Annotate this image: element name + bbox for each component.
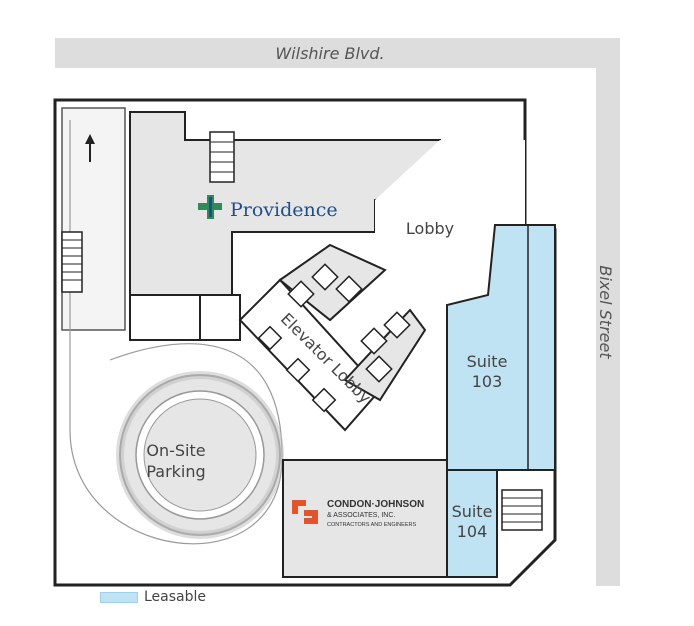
condon-johnson-logo-icon bbox=[292, 500, 318, 524]
suite-103-label-line1: Suite bbox=[467, 352, 508, 371]
condon-johnson-sub: & ASSOCIATES, INC. bbox=[327, 512, 395, 519]
elevator-core bbox=[238, 243, 427, 432]
wilshire-street-band bbox=[55, 38, 620, 68]
lobby-label: Lobby bbox=[406, 219, 454, 238]
legend: Leasable bbox=[100, 589, 206, 605]
arrow-up-icon bbox=[85, 134, 95, 162]
street-label-bixel: Bixel Street bbox=[596, 265, 615, 359]
leasable-swatch bbox=[100, 591, 138, 603]
street-label-wilshire: Wilshire Blvd. bbox=[275, 44, 384, 63]
parking-label-line2: Parking bbox=[146, 462, 205, 481]
condon-johnson-space bbox=[282, 459, 448, 578]
suite-103-label-line2: 103 bbox=[472, 372, 503, 391]
providence-cross-icon bbox=[198, 195, 222, 219]
parking-rooms bbox=[129, 294, 241, 341]
providence-logo-text: Providence bbox=[230, 199, 338, 221]
suite-104 bbox=[446, 469, 498, 578]
suite-104-label-line2: 104 bbox=[457, 522, 488, 541]
legend-label: Leasable bbox=[144, 589, 207, 605]
stairs-east bbox=[501, 489, 543, 531]
suite-104-label-line1: Suite bbox=[452, 502, 493, 521]
condon-johnson-tagline: CONTRACTORS AND ENGINEERS bbox=[327, 522, 416, 528]
stairs-west bbox=[61, 231, 83, 293]
bixel-street-band bbox=[596, 38, 620, 586]
condon-johnson-name: CONDON·JOHNSON bbox=[327, 499, 424, 510]
lobby-space bbox=[375, 140, 525, 310]
stairs-providence bbox=[209, 131, 235, 183]
parking-label-line1: On-Site bbox=[146, 441, 205, 460]
